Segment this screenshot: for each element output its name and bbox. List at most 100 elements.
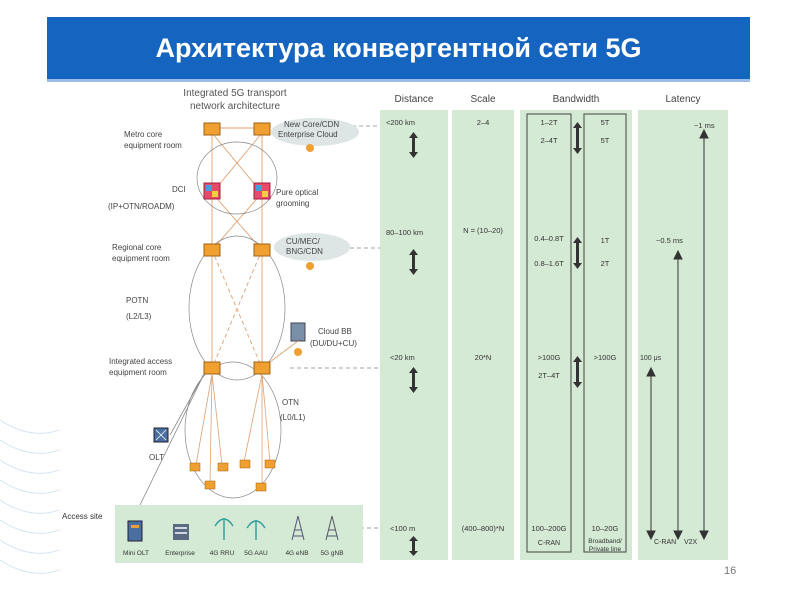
integrated-access-label-1: Integrated access	[109, 357, 172, 366]
access-item-label: 4G RRU	[210, 550, 235, 557]
latency-cran: C-RAN	[654, 539, 676, 546]
otn-sub-label: (L0/L1)	[280, 413, 306, 422]
bw-left-footer: C-RAN	[538, 540, 560, 547]
integrated-access-label-2: equipment room	[109, 368, 167, 377]
potn-ellipse	[188, 235, 286, 381]
bw-left-row3b: 2T–4T	[538, 371, 560, 380]
bw-left-row4: 100–200G	[531, 524, 566, 533]
bw-right-row2a: 1T	[601, 236, 610, 245]
distance-arrow-1	[409, 132, 418, 158]
enterprise-icon	[173, 524, 189, 540]
latency-100us: 100 μs	[640, 355, 662, 362]
bw-left-row2b: 0.8–1.6T	[534, 259, 564, 268]
header-latency: Latency	[665, 94, 700, 105]
bw-left-row1b: 2–4T	[540, 136, 558, 145]
arch-heading-2: network architecture	[190, 101, 280, 112]
latency-05ms: ~0.5 ms	[656, 236, 683, 245]
router-icons	[203, 122, 271, 375]
page-title: Архитектура конвергентной сети 5G	[155, 33, 642, 63]
access-node-icon	[239, 459, 251, 469]
new-core-label-2: Enterprise Cloud	[278, 130, 338, 139]
header-bandwidth: Bandwidth	[553, 94, 600, 105]
pure-optical-label-1: Pure optical	[276, 188, 318, 197]
rru-icon	[214, 518, 234, 540]
page-number: 16	[724, 565, 737, 577]
latency-1ms: ~1 ms	[694, 121, 715, 130]
dci-label: DCI	[172, 185, 186, 194]
regional-core-label-2: equipment room	[112, 254, 170, 263]
access-item-label: 5G gNB	[320, 550, 343, 557]
bw-right-row3: >100G	[594, 353, 617, 362]
scale-row2: N = (10–20)	[463, 226, 503, 235]
cu-mec-label-2: BNG/CDN	[286, 247, 323, 256]
decorative-pattern	[0, 419, 60, 574]
metro-core-label-2: equipment room	[124, 141, 182, 150]
latency-v2x: V2X	[684, 539, 698, 546]
bandwidth-column	[520, 110, 632, 560]
bw-left-row2a: 0.4–0.8T	[534, 234, 564, 243]
bw-left-arrow-1	[573, 122, 582, 154]
aau-icon	[246, 520, 266, 540]
bandwidth-box-left	[526, 113, 572, 553]
distance-row1: <200 km	[386, 118, 415, 127]
potn-sub-label: (L2/L3)	[126, 312, 152, 321]
distance-column	[380, 110, 448, 560]
access-site-label: Access site	[62, 512, 103, 521]
access-node-icon	[217, 462, 229, 472]
distance-row2: 80–100 km	[386, 228, 423, 237]
dci-ellipse	[196, 141, 278, 215]
access-node-icon	[189, 462, 201, 472]
cu-mec-label-1: CU/MEC/	[286, 237, 321, 246]
bw-right-row2b: 2T	[601, 259, 610, 268]
bw-right-footer-1: Broadband/	[588, 538, 622, 545]
bw-right-row1b: 5T	[601, 136, 610, 145]
potn-label: POTN	[126, 296, 148, 305]
access-item-label: Enterprise	[165, 550, 195, 557]
bw-right-row4: 10–20G	[592, 524, 619, 533]
regional-core-label-1: Regional core	[112, 243, 162, 252]
scale-row4: (400–800)*N	[462, 524, 505, 533]
access-node-icon	[204, 480, 216, 490]
router-icon	[203, 361, 221, 375]
bw-left-row3a: >100G	[538, 353, 561, 362]
bw-left-arrow-2	[573, 237, 582, 269]
scale-column	[452, 110, 514, 560]
cloud-bb-sub-label: (DU/DU+CU)	[310, 339, 357, 348]
mini-olt-icon	[127, 520, 143, 542]
title-bar: Архитектура конвергентной сети 5G	[47, 17, 750, 79]
access-item-label: 5G AAU	[244, 550, 268, 557]
access-site-panel	[115, 505, 363, 563]
router-icon	[253, 361, 271, 375]
arch-heading-1: Integrated 5G transport	[183, 88, 287, 99]
new-core-cloud	[271, 118, 359, 152]
cloud-bb-device	[261, 322, 306, 369]
cloud-bb-label: Cloud BB	[318, 327, 352, 336]
distance-arrow-2	[409, 249, 418, 275]
olt-label: OLT	[149, 453, 164, 462]
bw-right-footer-2: Private line	[589, 546, 622, 553]
distance-arrow-4	[409, 536, 418, 556]
access-node-icon	[264, 459, 276, 469]
title-underline	[47, 79, 750, 82]
distance-arrow-3	[409, 367, 418, 393]
metro-core-label-1: Metro core	[124, 130, 163, 139]
access-node-icon	[255, 482, 267, 492]
distance-row4: <100 m	[390, 524, 415, 533]
otn-ellipse	[184, 361, 282, 499]
bw-left-row1a: 1–2T	[540, 118, 558, 127]
otn-label: OTN	[282, 398, 299, 407]
cu-mec-cloud	[274, 233, 350, 270]
bw-right-row1a: 5T	[601, 118, 610, 127]
dci-sub-label: (IP+OTN/ROADM)	[108, 202, 175, 211]
new-core-label-1: New Core/CDN	[284, 120, 339, 129]
latency-column	[638, 110, 728, 560]
scale-row1: 2–4	[477, 118, 490, 127]
header-scale: Scale	[470, 94, 495, 105]
distance-row3: <20 km	[390, 353, 415, 362]
gnb-icon	[325, 515, 339, 541]
scale-row3: 20*N	[475, 353, 492, 362]
olt-icon	[153, 427, 169, 443]
router-icon	[203, 243, 221, 257]
access-item-label: Mini OLT	[123, 550, 149, 557]
